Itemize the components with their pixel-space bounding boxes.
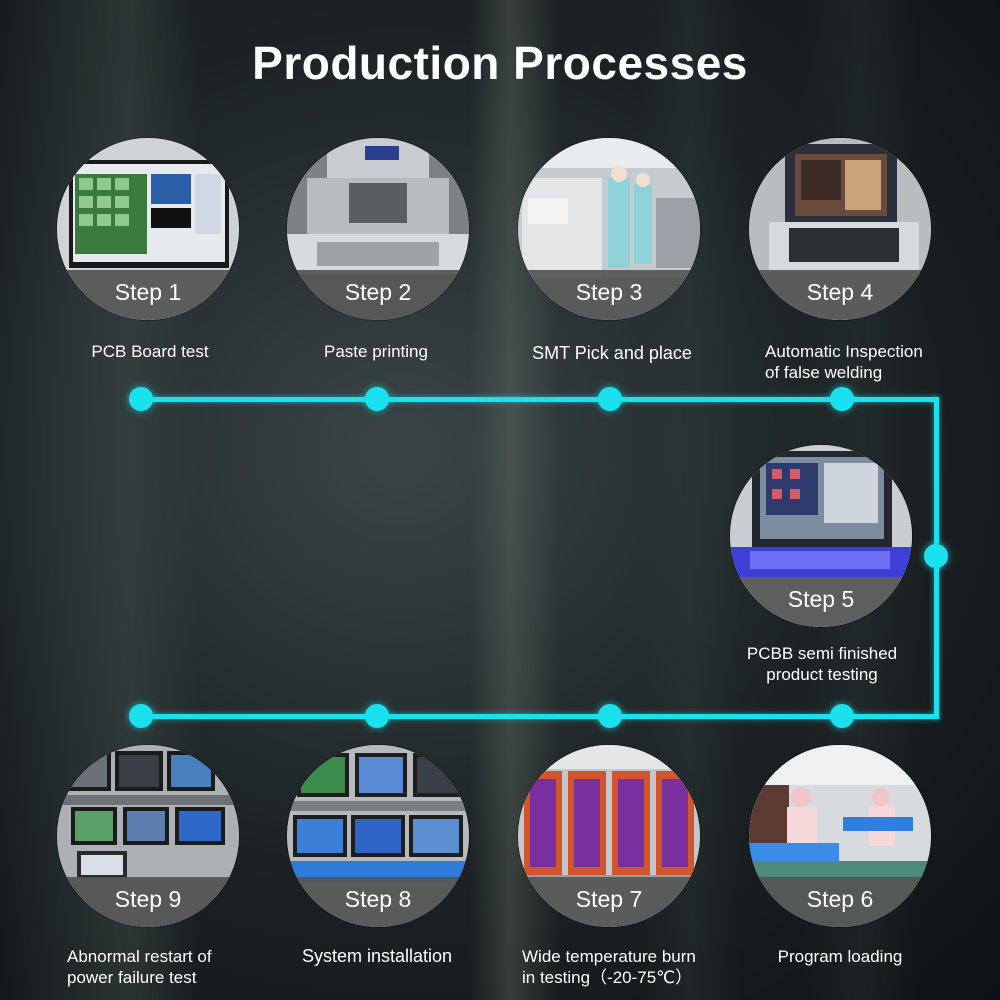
- connector-dot-step-4: [830, 387, 854, 411]
- step-1-circle: Step 1: [57, 138, 239, 320]
- step-9-label: Step 9: [57, 877, 239, 927]
- connector-dot-step-3: [598, 387, 622, 411]
- step-8-caption: System installation: [301, 946, 453, 966]
- step-7-circle: Step 7: [518, 745, 700, 927]
- step-9-caption: Abnormal restart of power failure test: [67, 947, 212, 987]
- page-title: Production Processes: [252, 37, 748, 89]
- step-5-caption: PCBB semi finished product testing: [746, 644, 898, 684]
- step-6-circle: Step 6: [749, 745, 931, 927]
- step-3-caption: SMT Pick and place: [532, 343, 692, 363]
- connector-dot-step-7: [598, 704, 622, 728]
- connector-dot-step-8: [365, 704, 389, 728]
- step-6-caption: Program loading: [777, 947, 903, 966]
- connector-dot-step-9: [129, 704, 153, 728]
- step-1-caption: PCB Board test: [91, 342, 209, 361]
- connector-dot-step-6: [830, 704, 854, 728]
- connector-bottom-line: [140, 714, 938, 719]
- connector-top-line: [140, 397, 938, 402]
- step-2-circle: Step 2: [287, 138, 469, 320]
- step-1-label: Step 1: [57, 270, 239, 320]
- step-9-circle: Step 9: [57, 745, 239, 927]
- connector-dot-step-5: [924, 544, 948, 568]
- step-8-circle: Step 8: [287, 745, 469, 927]
- step-6-label: Step 6: [749, 877, 931, 927]
- step-4-circle: Step 4: [749, 138, 931, 320]
- step-2-caption: Paste printing: [324, 342, 428, 361]
- step-8-label: Step 8: [287, 877, 469, 927]
- step-3-label: Step 3: [518, 270, 700, 320]
- step-7-label: Step 7: [518, 877, 700, 927]
- step-3-circle: Step 3: [518, 138, 700, 320]
- step-4-label: Step 4: [749, 270, 931, 320]
- connector-dot-step-1: [129, 387, 153, 411]
- step-5-label: Step 5: [730, 577, 912, 627]
- step-7-caption: Wide temperature burn in testing（-20-75℃…: [522, 947, 696, 987]
- step-4-caption: Automatic Inspection of false welding: [765, 342, 923, 382]
- step-5-circle: Step 5: [730, 445, 912, 627]
- step-2-label: Step 2: [287, 270, 469, 320]
- connector-dot-step-2: [365, 387, 389, 411]
